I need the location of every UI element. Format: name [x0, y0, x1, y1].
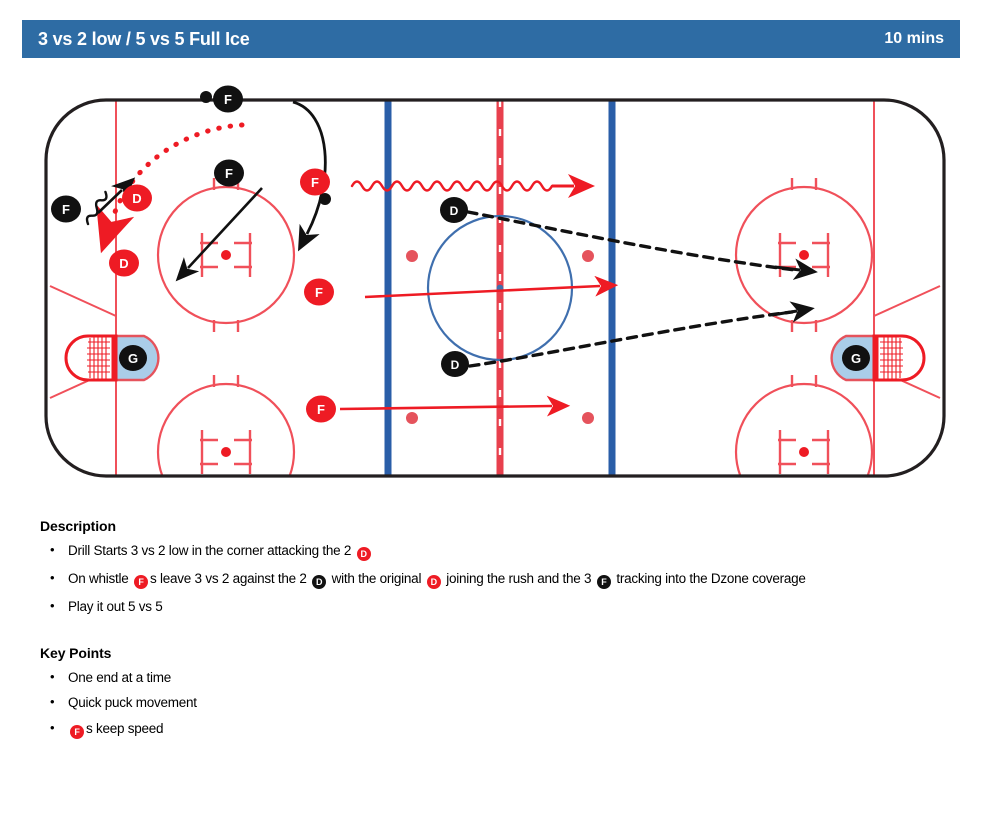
neutral-zone-dots: [406, 250, 594, 424]
player-forward-black-slot[interactable]: F: [214, 159, 244, 187]
description-list: • Drill Starts 3 vs 2 low in the corner a…: [40, 542, 950, 615]
player-forward-red-bottom[interactable]: F: [306, 395, 336, 423]
drill-header-bar: 3 vs 2 low / 5 vs 5 Full Ice 10 mins: [22, 20, 960, 58]
player-defense-red-net-front[interactable]: D: [109, 249, 139, 277]
svg-text:G: G: [851, 351, 861, 366]
arrow-black-squiggle-head: [97, 177, 136, 214]
player-defense-black-top[interactable]: D: [440, 197, 468, 223]
list-item-text: s keep speed: [86, 720, 164, 736]
bullet-marker: •: [50, 719, 55, 735]
list-item-text: One end at a time: [68, 669, 172, 685]
drill-notes: Description • Drill Starts 3 vs 2 low in …: [40, 518, 950, 749]
list-item: • One end at a time: [40, 668, 950, 686]
list-item: • Drill Starts 3 vs 2 low in the corner a…: [40, 542, 950, 561]
player-forward-black-boards[interactable]: F: [51, 195, 81, 223]
arrow-black-dashed-top: [466, 210, 797, 272]
faceoff-circle-left-top: [156, 178, 296, 332]
bullet-marker: •: [50, 570, 55, 585]
arrow-red-bottom-rush: [339, 395, 571, 417]
player-token-d-red: D: [356, 547, 371, 561]
puck-neutral-zone: [319, 193, 331, 205]
svg-text:D: D: [450, 204, 459, 218]
list-item-text: s leave 3 vs 2 against the 2: [150, 571, 311, 586]
arrow-red-middle-rush: [364, 275, 619, 299]
arrow-red-squiggle-pass: [350, 180, 554, 192]
player-token-f-black: F: [596, 575, 611, 589]
list-item-text: with the original: [328, 571, 425, 586]
page-title: 3 vs 2 low / 5 vs 5 Full Ice: [38, 28, 250, 49]
key-points-list: • One end at a time • Quick puck movement • F…: [40, 668, 950, 739]
bullet-marker: •: [50, 668, 55, 684]
bullet-marker: •: [50, 542, 55, 557]
ice-surface: [46, 100, 944, 476]
svg-text:F: F: [311, 175, 319, 190]
player-token-d-red: D: [426, 575, 441, 589]
bullet-marker: •: [50, 598, 55, 613]
arrow-black-squiggle-skate: [85, 190, 108, 226]
player-forward-red-top[interactable]: F: [300, 168, 330, 196]
player-token-f-red: F: [70, 724, 84, 739]
list-item-text: tracking into the Dzone coverage: [612, 571, 806, 586]
arrow-black-dashed-top-head: [774, 258, 818, 281]
svg-text:F: F: [62, 202, 70, 217]
player-forward-red-middle[interactable]: F: [304, 278, 334, 306]
list-item-text: Quick puck movement: [68, 695, 197, 711]
list-item-text: Drill Starts 3 vs 2 low in the corner at…: [68, 543, 355, 558]
svg-text:D: D: [451, 358, 460, 372]
player-forward-black-corner[interactable]: F: [213, 85, 243, 113]
list-item-text: On whistle: [68, 571, 133, 586]
list-item: • Quick puck movement: [40, 694, 950, 711]
svg-text:F: F: [224, 92, 232, 107]
arrow-black-straight-to-net: [175, 187, 263, 282]
player-token-f-red: F: [134, 575, 149, 589]
player-token-d-black: D: [312, 575, 327, 589]
svg-text:D: D: [119, 256, 128, 271]
faceoff-circle-right-bottom: [734, 375, 874, 476]
rink-diagram: F F F D D G F F F D: [40, 68, 950, 508]
svg-text:G: G: [128, 351, 138, 366]
rink-boards: [44, 98, 946, 478]
arrow-black-dashed-bottom: [468, 310, 794, 368]
puck-corner: [200, 91, 212, 103]
svg-text:F: F: [225, 166, 233, 181]
player-defense-red-high[interactable]: D: [122, 184, 152, 212]
drill-duration-badge: 10 mins: [884, 30, 944, 47]
svg-text:F: F: [315, 285, 323, 300]
list-item-text: Play it out 5 vs 5: [68, 599, 163, 614]
bullet-marker: •: [50, 694, 55, 710]
goalie-left[interactable]: G: [119, 345, 147, 371]
svg-text:F: F: [317, 402, 325, 417]
arrow-black-curve-forward: [292, 100, 327, 252]
goalie-right[interactable]: G: [842, 345, 870, 371]
list-item: • Play it out 5 vs 5: [40, 598, 950, 615]
arrow-black-dashed-bottom-head: [771, 301, 815, 323]
svg-text:D: D: [132, 191, 141, 206]
key-points-heading: Key Points: [40, 644, 112, 661]
faceoff-circle-left-bottom: [156, 375, 296, 476]
player-defense-black-bottom[interactable]: D: [441, 351, 469, 377]
description-heading: Description: [40, 518, 116, 534]
list-item-text: joining the rush and the 3: [442, 571, 595, 586]
